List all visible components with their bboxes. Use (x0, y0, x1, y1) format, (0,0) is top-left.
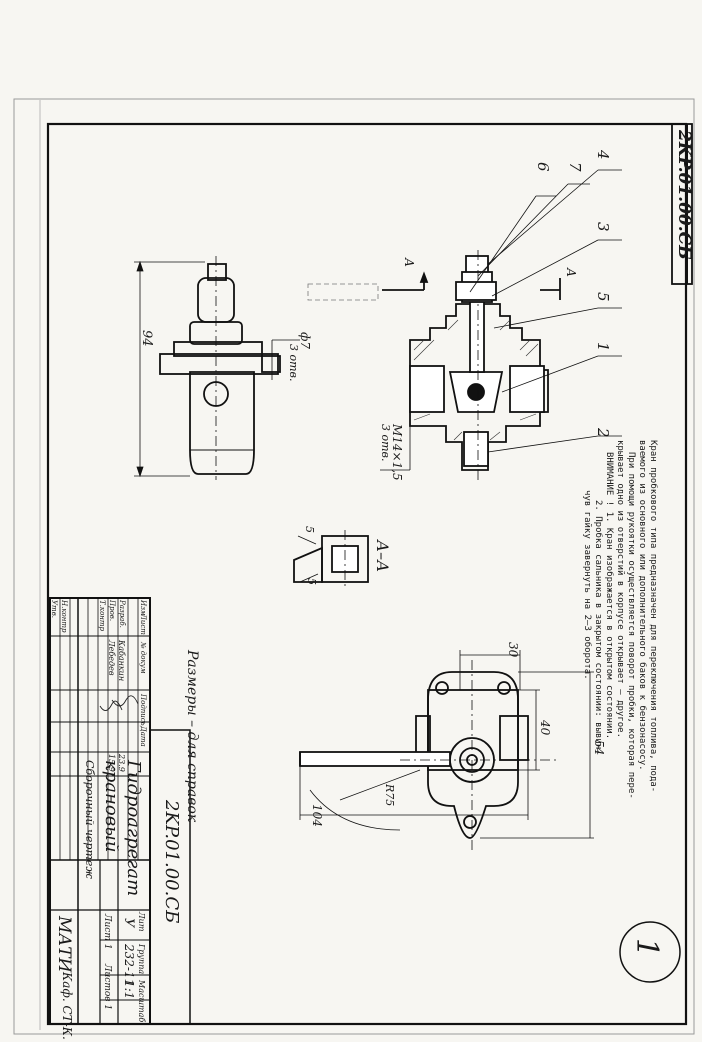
corner-code-box (671, 123, 693, 285)
dim-94 (134, 260, 205, 478)
callout-5: 5 (594, 292, 612, 302)
tb-col-lit: Лит (137, 912, 146, 932)
tb-role: Т.контр (98, 600, 106, 632)
section-hatching (413, 319, 539, 441)
tb-sheets: Листов 1 (102, 964, 112, 1011)
corner-code: 2KP.01.00.СБ (674, 130, 694, 260)
tb-dept: Каф. СТ-К. (60, 972, 74, 1040)
tb-doc-type: Сборочный чертеж (83, 760, 96, 879)
tb-role: Пров. (108, 600, 116, 622)
tb-name: Кабанкин (117, 640, 126, 682)
side-view (159, 256, 281, 480)
tb-date: 23.9 (117, 754, 126, 772)
callout-4: 4 (594, 150, 612, 160)
note-line: чув гайку завернуть на 2–3 оборота. (582, 490, 592, 680)
tb-lit-value: У (121, 918, 136, 928)
section-s-mark1: 5 (303, 526, 316, 533)
tb-role: Утв. (50, 600, 58, 618)
dim-thread-count: 3 отв. (379, 424, 392, 462)
section-mark-a1: А (402, 258, 416, 268)
tb-name2: крановый (101, 760, 122, 853)
handle-phantom (307, 283, 379, 301)
tb-org: МАТИ (54, 916, 74, 973)
sheet-frame-inner (46, 122, 688, 1026)
section-cut-marks (382, 271, 561, 300)
dim-hole-count: 3 отв. (287, 344, 300, 382)
callout-6: 6 (534, 162, 552, 172)
section-a-a-title: А–А (373, 540, 392, 573)
dim-40-label: 40 (538, 720, 552, 736)
dim-hole (271, 339, 300, 380)
main-section (409, 250, 549, 480)
dim-54-label: 54 (592, 740, 606, 756)
callout-1: 1 (594, 342, 612, 352)
plan-dimensions (299, 650, 594, 839)
tb-head-cell: Подпись (139, 694, 147, 726)
callout-2: 2 (594, 428, 612, 438)
callout-7: 7 (566, 162, 584, 172)
dim-hole-label: ф7 (298, 332, 312, 350)
tb-head-cell: № докум (139, 642, 147, 674)
section-s-mark2: 5 (305, 578, 318, 585)
dim-30-label: 30 (506, 642, 520, 658)
tb-scale-value: 1:1 (122, 980, 136, 1000)
section-mark-a2: А (564, 268, 578, 278)
dim-104-label: 104 (310, 804, 324, 827)
tb-col-scale: Масштаб (137, 980, 146, 1023)
dim-thread (380, 426, 411, 471)
note-line: 2. Пробка сальника в закрытом состоянии:… (593, 500, 603, 755)
tb-name1: Гидроагрегат (123, 760, 144, 897)
note-line: крывает одно из отверстий в корпусе откр… (615, 440, 625, 739)
section-a-a-view (293, 530, 369, 590)
dim-thread-label: M14×1,5 (390, 424, 404, 481)
tb-role: Разраб. (118, 600, 126, 628)
tb-sheet: Лист 1 (102, 914, 112, 950)
plan-hatch-lines (400, 660, 560, 850)
note-reference: Размеры – для справок (184, 650, 200, 823)
tb-col-group: Группа (137, 944, 146, 975)
tb-date: 15.9 (107, 754, 116, 772)
tb-name: Лебедев (107, 640, 116, 676)
tb-head-cell: Дата (139, 726, 147, 747)
sheet-mark: 1 (629, 938, 664, 958)
tb-role: Н.контр (60, 600, 68, 633)
tb-designation: 2KP.01.00.СБ (161, 800, 182, 924)
note-line: Кран пробкового типа предназначен для пе… (648, 440, 658, 793)
note-line: ваемого из основного или дополнительного… (637, 440, 647, 771)
callout-leaders (469, 169, 622, 453)
note-line: При помощи рукоятки осуществляется повор… (626, 452, 636, 799)
sheet-frame-outer (13, 98, 695, 1035)
tb-head-cell: Лист (139, 614, 147, 635)
dim-r75-label: R75 (383, 784, 396, 807)
title-block (49, 597, 191, 1025)
note-line: ВНИМАНИЕ ! 1. Кран изображается в открыт… (604, 452, 614, 740)
dim-94-label: 94 (139, 330, 154, 347)
circle-mark (619, 921, 681, 983)
signature-scribbles (99, 695, 139, 711)
callout-3: 3 (594, 222, 612, 232)
